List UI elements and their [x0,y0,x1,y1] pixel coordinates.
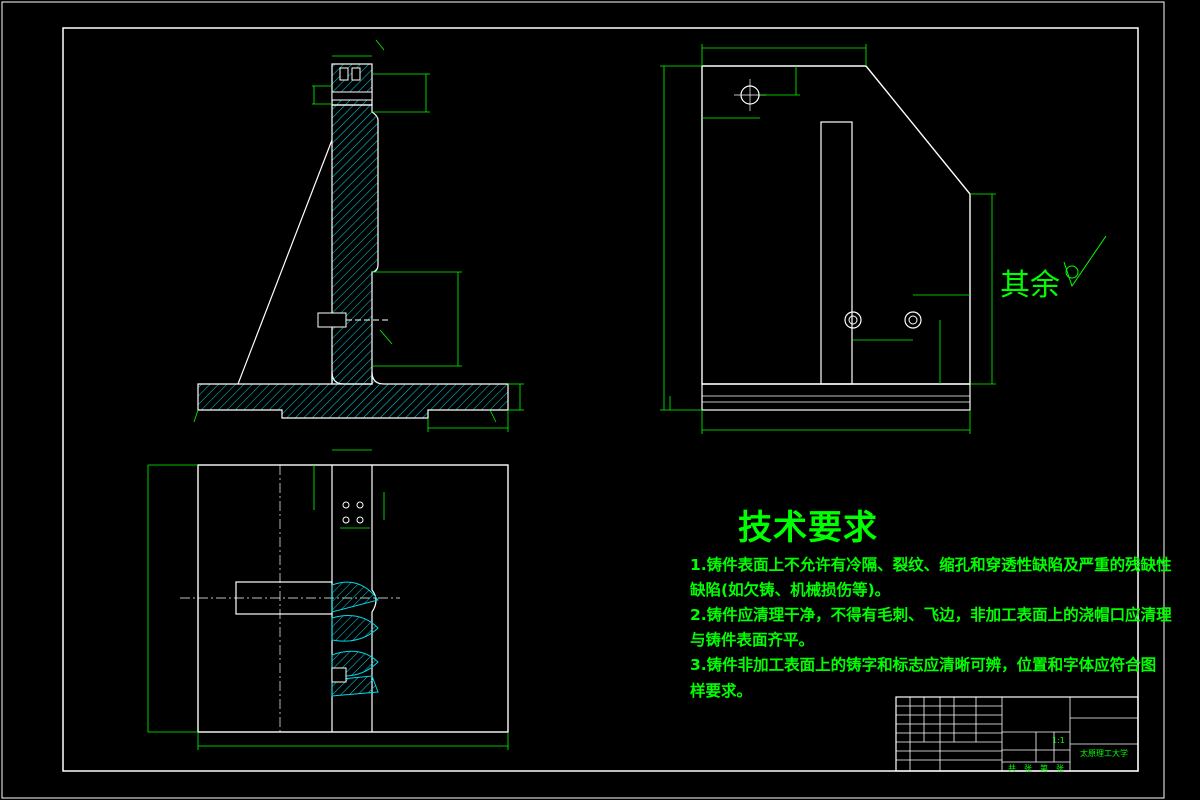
surface-roughness-note: 其余 [1000,268,1060,303]
requirement-line-5: 3.铸件非加工表面上的铸字和标志应清晰可辨，位置和字体应符合图 [690,656,1157,674]
sheet-border-outer [1,1,1165,799]
requirement-line-4: 与铸件表面齐平。 [690,631,815,649]
requirement-line-6: 样要求。 [690,682,753,700]
requirement-line-3: 2.铸件应清理干净，不得有毛刺、飞边，非加工表面上的浇帽口应清理 [690,606,1172,624]
title-block-scale: 1:1 [1052,736,1065,745]
front-view-column [331,104,379,385]
title-block-sheet-label-2: 张 [1024,764,1032,773]
title-block-sheet-label-3: 第 [1040,764,1048,773]
top-view [147,449,509,750]
side-view [660,44,1107,434]
front-view [193,39,524,432]
title-block-sheet-label-1: 共 [1008,764,1016,773]
technical-requirements-title: 技术要求 [738,508,878,548]
title-block [895,696,1139,772]
sheet-frame [62,27,1139,772]
title-block-sheet-label-4: 张 [1056,764,1064,773]
requirement-line-2: 缺陷(如欠铸、机械损伤等)。 [690,581,891,599]
requirement-line-1: 1.铸件表面上不允许有冷隔、裂纹、缩孔和穿透性缺陷及严重的残缺性 [690,556,1172,574]
title-block-university: 太原理工大学 [1080,749,1128,758]
side-view-outline [701,65,971,385]
top-view-outline [197,464,509,733]
